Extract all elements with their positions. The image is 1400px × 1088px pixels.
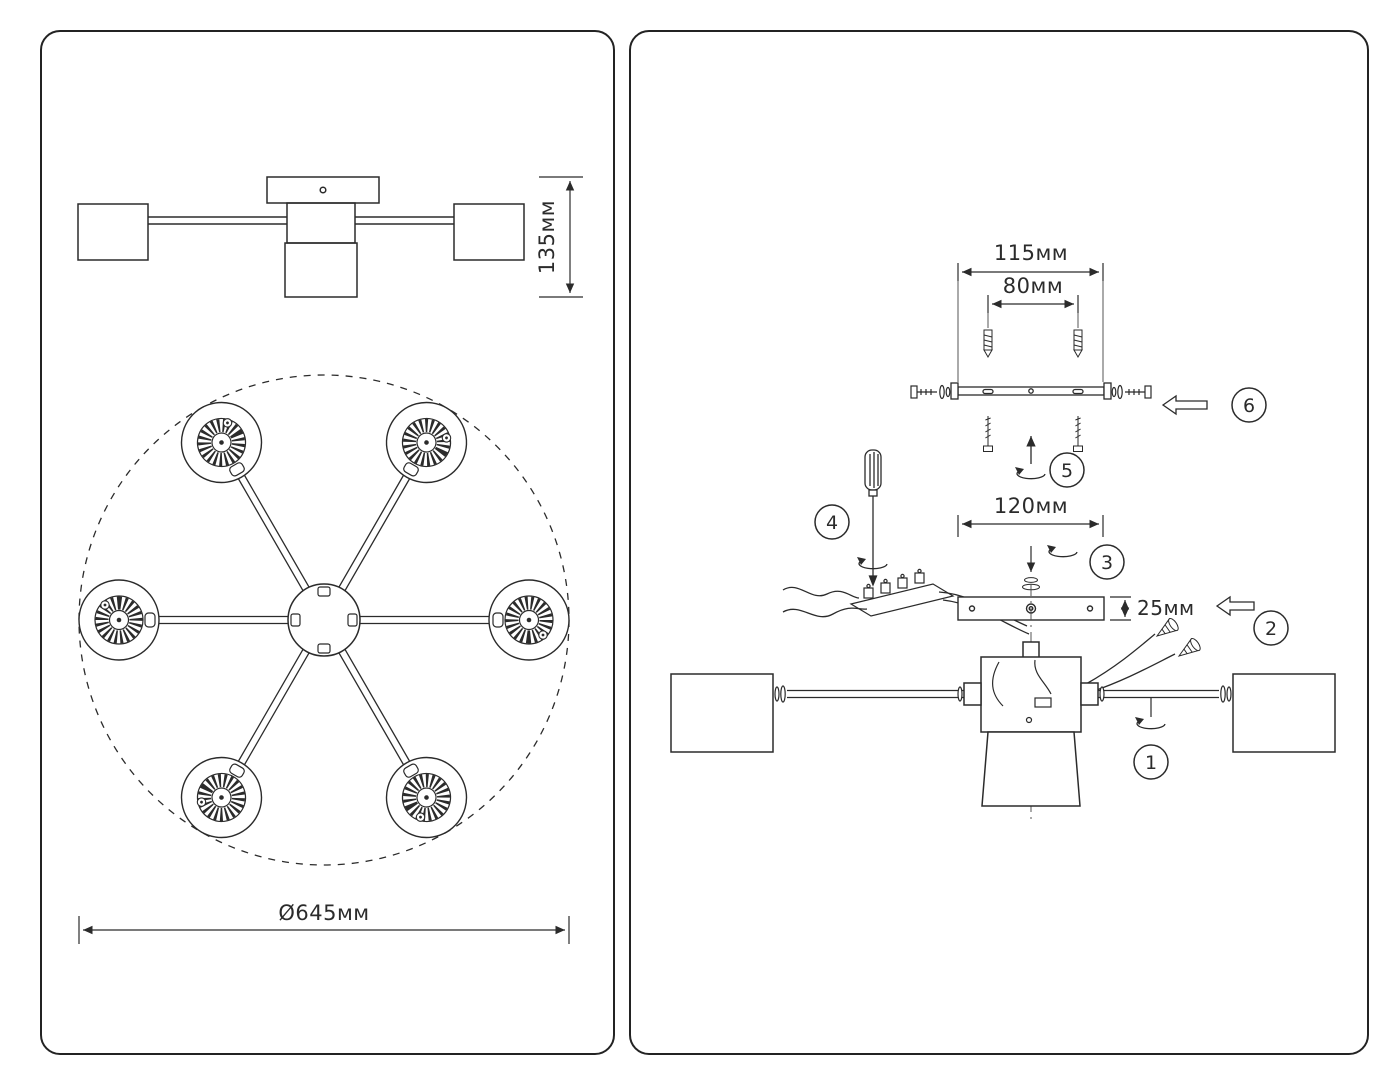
right-shade [1232, 673, 1336, 753]
rotate-icon-1 [1134, 716, 1166, 730]
mounting-bracket [950, 382, 1112, 400]
left-shade [670, 673, 774, 753]
dim-25-label: 25мм [1137, 596, 1195, 620]
diameter-dimension-label: Ø645мм [278, 901, 369, 925]
dim-80 [987, 295, 1079, 313]
hub-tabs [290, 586, 358, 654]
step-5-badge: 5 [1049, 452, 1085, 488]
wall-anchor-left [983, 329, 993, 358]
terminal-block [849, 568, 955, 617]
center-shade-side [284, 242, 358, 298]
svg-text:5: 5 [1061, 460, 1073, 482]
dim-120 [957, 515, 1104, 537]
wire-nut-icon [1174, 636, 1203, 663]
assembly-drawing: 115мм 80мм [670, 241, 1336, 822]
fixture-top-view [79, 374, 569, 866]
svg-text:6: 6 [1243, 395, 1255, 417]
wire-nut-icon [1152, 616, 1181, 643]
shade-upper-left [167, 388, 276, 497]
fixture-body [670, 641, 1336, 807]
arm-coupler-right [1080, 682, 1099, 706]
bracket-screw-left [910, 384, 951, 400]
dim-120-label: 120мм [994, 494, 1068, 518]
right-panel: 115мм 80мм [629, 30, 1369, 1055]
wall-anchor-right [1073, 329, 1083, 358]
step-3-badge: 3 [1089, 544, 1125, 580]
height-dimension-label: 135мм [535, 200, 559, 274]
left-panel: 135мм [40, 30, 615, 1055]
arms [157, 473, 491, 767]
plate-hole [319, 186, 327, 194]
shade-lower-left [167, 743, 276, 852]
svg-text:4: 4 [826, 512, 838, 534]
height-dimension [539, 176, 583, 298]
central-hub [287, 583, 361, 657]
dim-115-label: 115мм [994, 241, 1068, 265]
svg-text:1: 1 [1145, 752, 1157, 774]
center-shade [981, 731, 1081, 807]
connector-wires [1085, 633, 1176, 693]
left-drawing: 135мм [42, 176, 583, 944]
step-2-badge: 2 [1253, 610, 1289, 646]
leader-lines [957, 281, 1104, 382]
left-shade-side [77, 203, 149, 261]
rotate-icon-3 [1046, 544, 1078, 558]
right-shade-side [453, 203, 525, 261]
svg-text:3: 3 [1101, 552, 1113, 574]
svg-text:2: 2 [1265, 618, 1277, 640]
shade-lower-right [372, 743, 481, 852]
canopy-body [286, 202, 356, 244]
mount-screw-right [1073, 415, 1083, 452]
diameter-dimension [78, 916, 570, 944]
step-6-badge: 6 [1231, 387, 1267, 423]
mount-screw-left [983, 415, 993, 452]
dim-25 [1110, 596, 1131, 621]
bracket-screw-right [1111, 384, 1152, 400]
step-4-badge: 4 [814, 504, 850, 540]
rotate-icon-5 [1014, 466, 1046, 480]
ceiling-plate [266, 176, 380, 204]
shade-right [489, 580, 569, 660]
decorative-nut [1024, 577, 1038, 583]
step-1-badge: 1 [1133, 744, 1169, 780]
arm-coupler-left [963, 682, 982, 706]
dim-80-label: 80мм [1003, 274, 1063, 298]
dim-115 [957, 263, 1104, 281]
screwdriver-icon [864, 449, 882, 587]
rotate-icon-4 [856, 556, 888, 570]
shade-left [79, 580, 159, 660]
fixture-side-view [77, 176, 525, 298]
shade-upper-right [372, 388, 481, 497]
direction-arrow-icon [1161, 394, 1208, 416]
direction-arrow-icon-2 [1215, 595, 1255, 617]
